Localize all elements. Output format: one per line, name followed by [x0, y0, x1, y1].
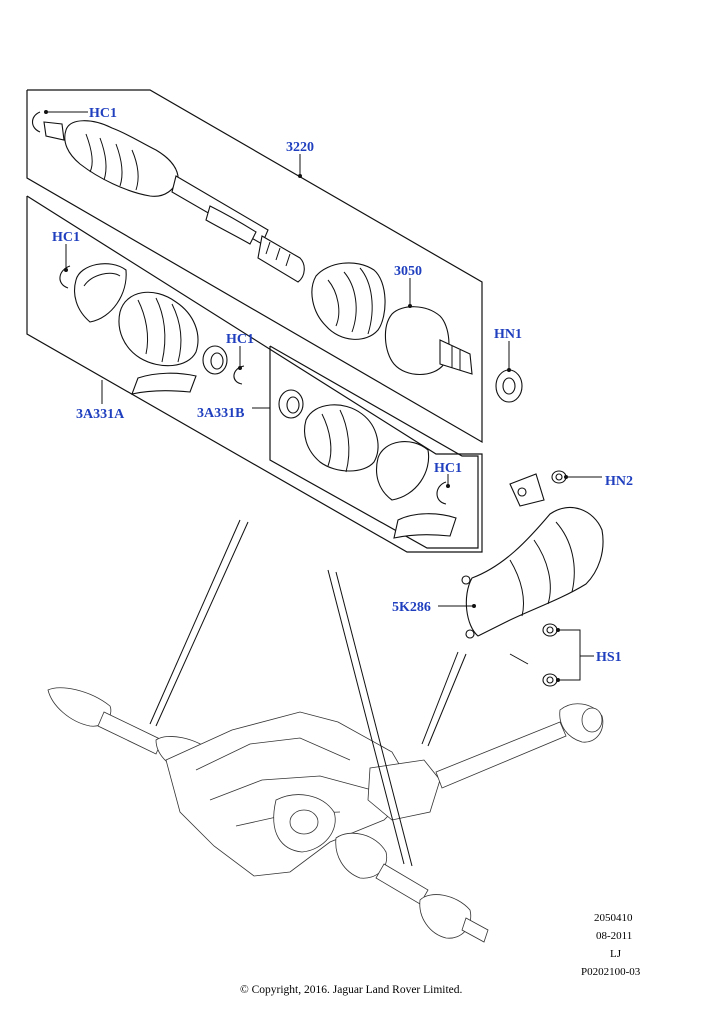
label-hs1: HS1	[596, 650, 622, 665]
label-3a331a: 3A331A	[76, 407, 125, 422]
outer-boot	[311, 262, 386, 340]
cv-joint-3050	[384, 306, 473, 376]
frame-3220-group	[26, 89, 483, 444]
nut-hn1	[495, 369, 523, 403]
circlip-left	[59, 265, 71, 289]
label-hc1-left: HC1	[52, 230, 80, 245]
circlip-right	[436, 481, 447, 505]
frame-3a331a-group	[26, 195, 483, 553]
nut-hn2	[551, 470, 567, 484]
bolt-hs1-lower	[542, 673, 558, 687]
label-3220: 3220	[286, 140, 314, 155]
drawing-date: 08-2011	[596, 930, 632, 942]
drawing-reference: P0202100-03	[581, 966, 641, 978]
label-hc1-mid: HC1	[226, 332, 254, 347]
leader-lines	[44, 110, 602, 867]
drawing-code: 2050410	[594, 912, 633, 924]
label-3050: 3050	[394, 264, 422, 279]
label-hc1-right: HC1	[434, 461, 462, 476]
label-5k286: 5K286	[392, 600, 431, 615]
drive-shaft-3220	[43, 120, 305, 283]
label-hn2: HN2	[605, 474, 633, 489]
circlip-top	[31, 111, 41, 133]
heat-shield-5k286	[461, 473, 604, 639]
axle-assembly	[47, 687, 604, 943]
copyright-notice: © Copyright, 2016. Jaguar Land Rover Lim…	[240, 984, 463, 996]
boot-kit-3a331b	[278, 389, 457, 539]
drawing-initials: LJ	[610, 948, 622, 960]
label-hc1-top: HC1	[89, 106, 117, 121]
label-hn1: HN1	[494, 327, 522, 342]
frame-3a331b-group	[269, 345, 479, 549]
boot-kit-3a331a	[73, 263, 228, 395]
label-3a331b: 3A331B	[197, 406, 244, 421]
bolt-hs1-upper	[542, 623, 558, 637]
